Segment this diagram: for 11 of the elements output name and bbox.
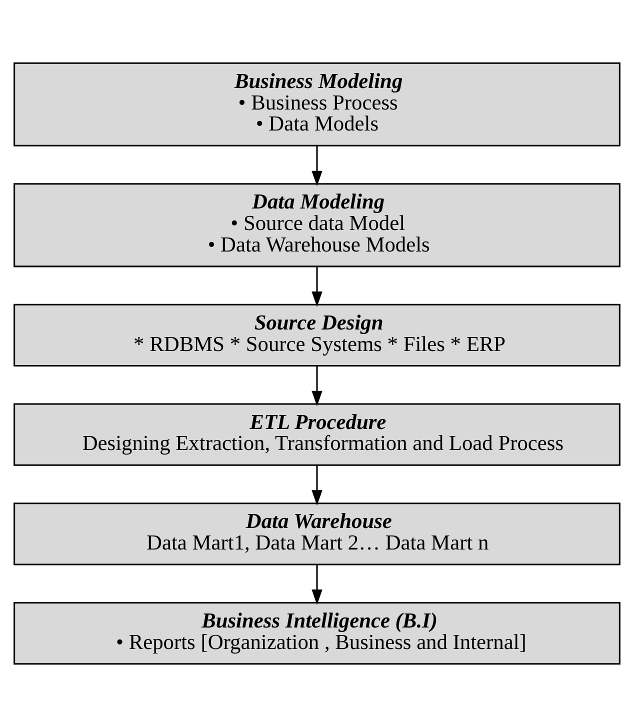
node-box: Business Intelligence (B.I) • Reports [Organization , Business and Internal] <box>14 601 620 664</box>
arrow <box>312 366 322 406</box>
arrow <box>312 564 322 604</box>
node-box: Business Modeling • Business Process • Data Models <box>14 62 620 146</box>
node-box: Data Modeling • Source data Model • Data Warehouse Models <box>14 182 620 267</box>
node-box: Source Design * RDBMS * Source Systems * Files * ERP <box>14 303 620 366</box>
node-box: ETL Procedure Designing Extraction, Transformation and Load Process <box>14 402 620 466</box>
arrow <box>312 266 322 306</box>
arrow <box>312 145 322 186</box>
arrow <box>312 465 322 505</box>
node-box: Data Warehouse Data Mart1, Data Mart 2… Data Mart n <box>14 502 620 565</box>
